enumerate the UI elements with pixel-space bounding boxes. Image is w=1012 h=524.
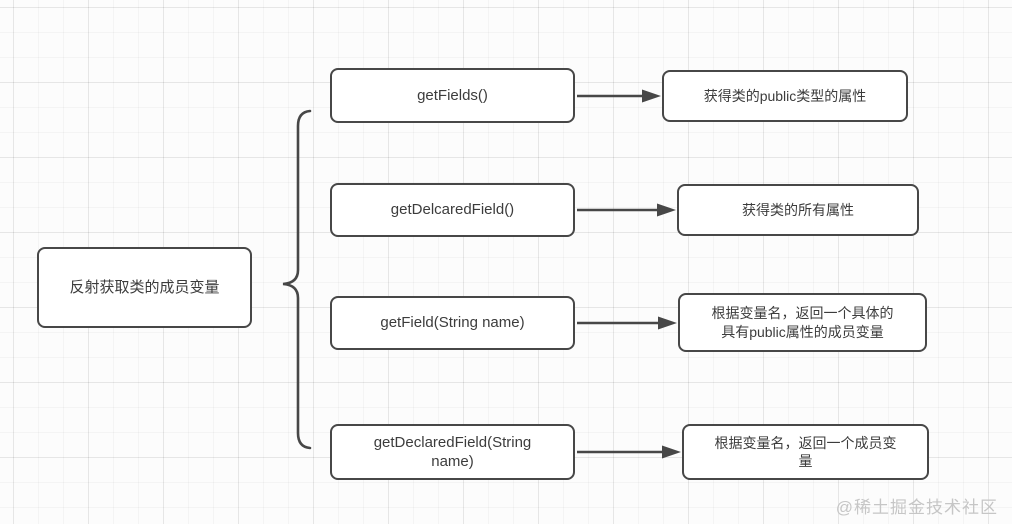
watermark: @稀土掘金技术社区: [835, 498, 998, 517]
arrow-1: [577, 89, 661, 103]
arrow-4: [577, 445, 681, 459]
method-node-label: getFields(): [417, 86, 488, 104]
curly-brace: [282, 109, 312, 450]
result-node-1: 获得类的public类型的属性: [662, 70, 908, 122]
root-node-label: 反射获取类的成员变量: [69, 278, 220, 296]
method-node-getfields: getFields(): [330, 68, 575, 123]
method-node-label: getDeclaredField(String name): [373, 433, 532, 471]
result-node-3: 根据变量名，返回一个具体的具有public属性的成员变量: [678, 293, 927, 352]
result-node-label: 获得类的public类型的属性: [703, 87, 867, 104]
method-node-getdeclaredfield: getDeclaredField(String name): [330, 424, 575, 480]
result-node-2: 获得类的所有属性: [677, 184, 919, 236]
result-node-label: 根据变量名，返回一个具体的具有public属性的成员变量: [711, 305, 894, 340]
arrow-3: [577, 316, 677, 330]
method-node-getfield: getField(String name): [330, 296, 575, 350]
method-node-label: getField(String name): [380, 314, 525, 332]
result-node-label: 获得类的所有属性: [742, 201, 854, 218]
result-node-4: 根据变量名，返回一个成员变量: [682, 424, 929, 480]
arrow-2: [577, 203, 676, 217]
method-node-label: getDelcaredField(): [390, 201, 515, 219]
root-node: 反射获取类的成员变量: [37, 247, 252, 328]
result-node-label: 根据变量名，返回一个成员变量: [714, 434, 897, 469]
method-node-getdelcaredfield: getDelcaredField(): [330, 183, 575, 237]
